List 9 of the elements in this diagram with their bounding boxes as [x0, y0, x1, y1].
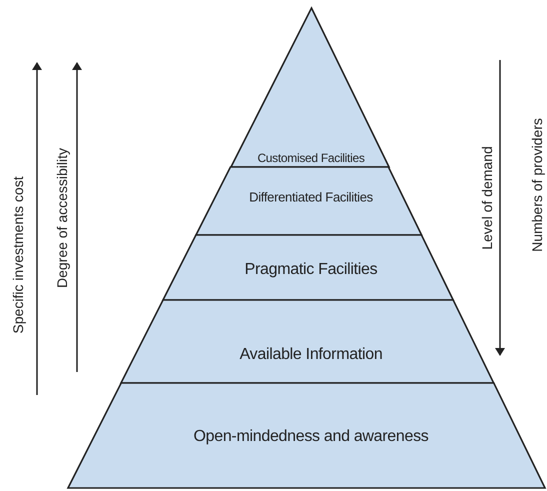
axis-label: Level of demand — [479, 146, 495, 250]
layer-label: Pragmatic Facilities — [244, 261, 378, 279]
layer-label: Available Information — [240, 346, 382, 364]
layer-label: Open-mindedness and awareness — [194, 428, 428, 446]
axis-label: Numbers of providers — [529, 118, 545, 252]
layer-label: Differentiated Facilities — [249, 190, 373, 204]
layer-label: Customised Facilities — [257, 151, 365, 165]
axis-label: Specific investments cost — [10, 176, 26, 334]
axis-label: Degree of accessibility — [54, 148, 70, 288]
